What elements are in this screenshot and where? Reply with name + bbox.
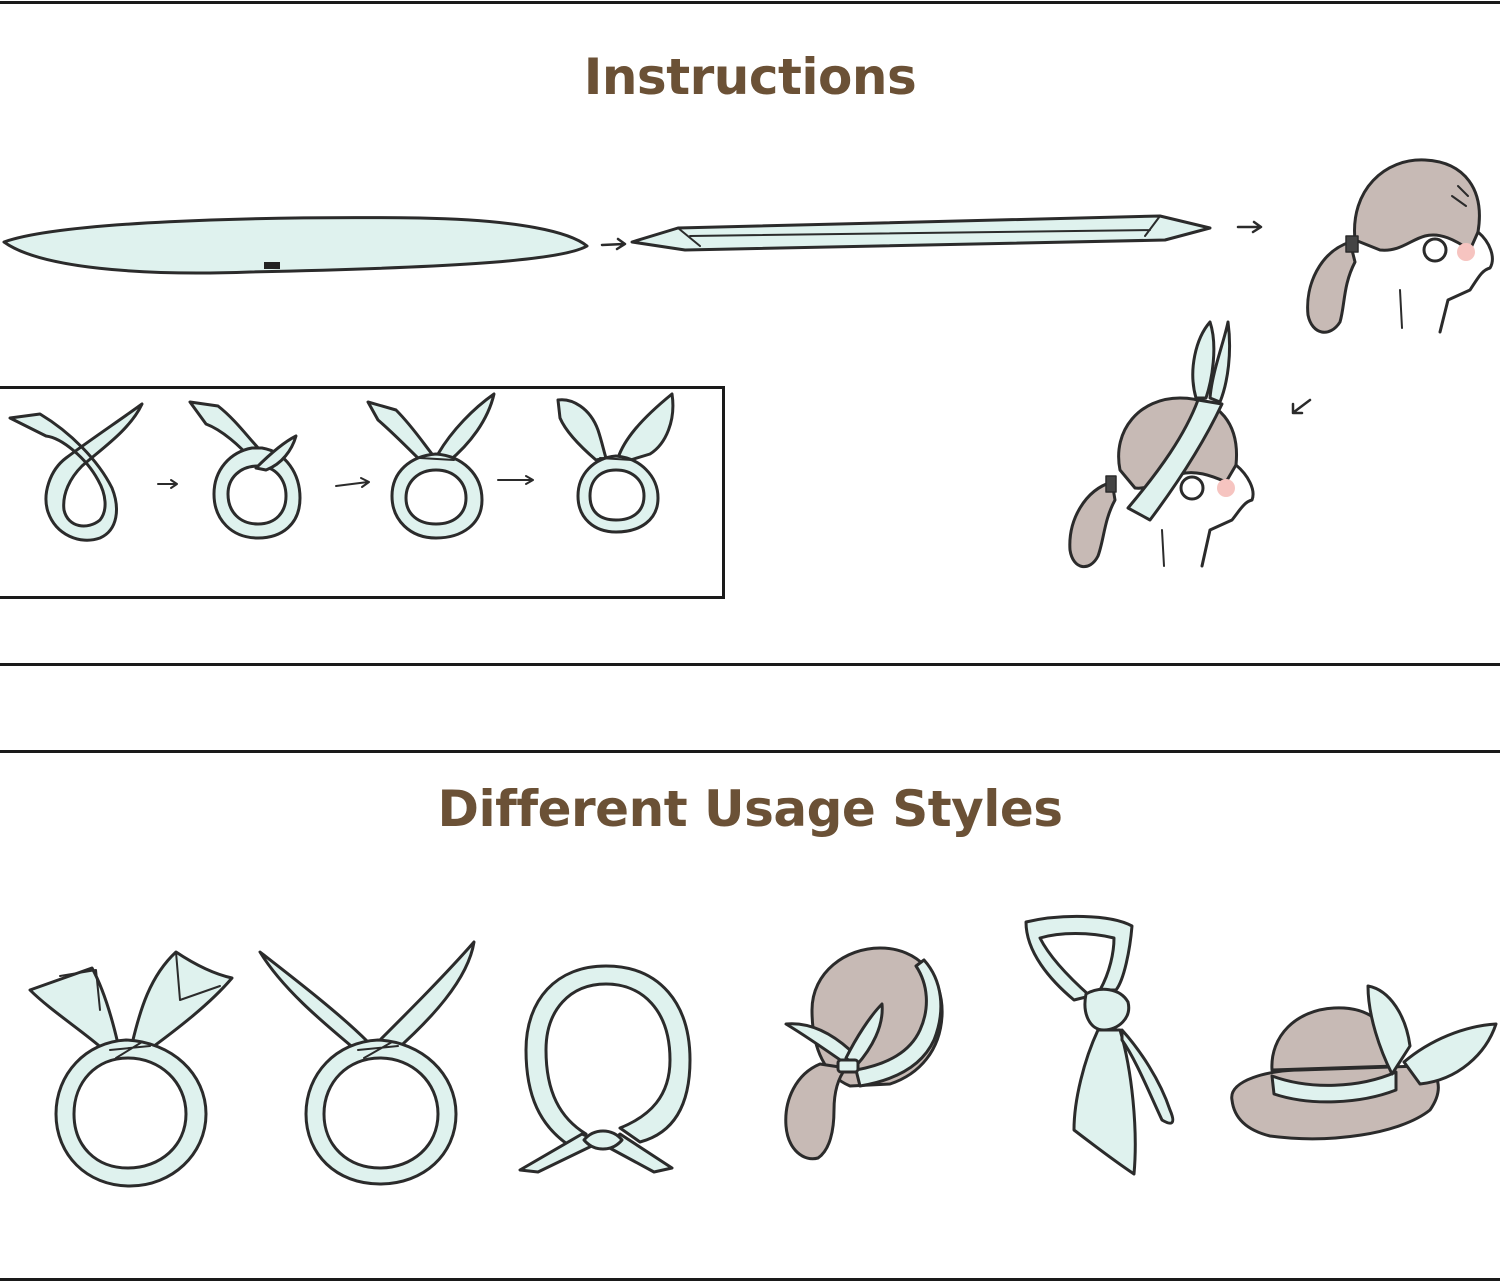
arrow-right-icon [335, 477, 370, 488]
arrow-right-icon [600, 237, 627, 251]
instructions-title: Instructions [583, 48, 917, 106]
tying-step-4-illustration [556, 392, 675, 534]
neck-knot-style [518, 964, 692, 1174]
arrow-right-icon [497, 475, 534, 485]
tying-step-2-illustration [188, 400, 302, 540]
usage-styles-title: Different Usage Styles [437, 780, 1063, 838]
ponytail-head-illustration [1306, 158, 1494, 334]
tying-step-3-illustration [366, 392, 496, 540]
tying-steps-box [0, 386, 725, 599]
section-divider-top [0, 663, 1500, 666]
top-rule [0, 1, 1500, 4]
head-with-bow-illustration [1068, 320, 1255, 568]
arrow-right-icon [157, 479, 178, 489]
label-tag-icon [264, 262, 280, 269]
arrow-right-icon [1236, 220, 1263, 234]
folded-scarf-illustration [630, 214, 1212, 252]
bottom-rule [0, 1278, 1500, 1281]
bunny-ear-headband-style [28, 950, 234, 1188]
section-divider-bottom [0, 750, 1500, 753]
flat-scarf-illustration [2, 216, 589, 275]
hair-wrap-style [784, 946, 944, 1161]
neck-tie-style [1024, 914, 1175, 1176]
arrow-down-left-icon [1291, 398, 1312, 415]
tying-step-1-illustration [8, 402, 144, 542]
straight-ear-headband-style [258, 940, 476, 1186]
hat-band-style [1230, 984, 1498, 1141]
